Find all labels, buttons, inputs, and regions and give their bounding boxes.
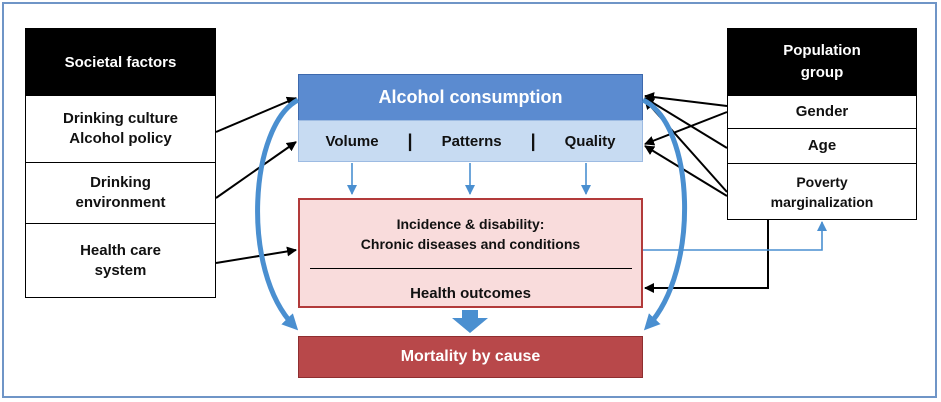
outcomes-divider (309, 268, 632, 269)
societal-factor-health-care: Health care system (25, 223, 216, 298)
arrow-gender-to-dimensions (644, 111, 728, 146)
population-group-gender: Gender (727, 95, 917, 129)
consumption-dimensions-bar: Volume | Patterns | Quality (298, 120, 643, 162)
curve-right-to-mortality (641, 97, 688, 331)
dimension-quality: Quality (564, 132, 616, 150)
arrow-outcomes-to-poverty (643, 221, 827, 251)
arrow-environment-to-dimensions (215, 141, 297, 199)
health-outcomes-box: Incidence & disability: Chronic diseases… (298, 198, 643, 308)
dimension-patterns: Patterns (441, 132, 502, 150)
mortality-box: Mortality by cause (298, 336, 643, 378)
arrow-outcomes-to-mortality (452, 310, 488, 333)
health-outcomes-label: Health outcomes (410, 285, 531, 302)
arrow-healthcare-to-outcomes (215, 246, 297, 264)
societal-factor-drinking-environment: Drinking environment (25, 162, 216, 224)
dimension-separator: | (530, 130, 536, 151)
arrow-culture-to-consumption (215, 96, 297, 133)
incidence-disability-text: Incidence & disability: Chronic diseases… (360, 216, 581, 252)
arrow-gender-to-consumption (644, 92, 728, 107)
curve-left-to-mortality (255, 97, 300, 331)
arrow-poverty-to-outcomes (644, 220, 769, 293)
dimension-volume: Volume (325, 132, 379, 150)
figure-frame (2, 2, 937, 398)
arrow-age-to-consumption (644, 97, 728, 149)
population-group-age: Age (727, 128, 917, 164)
population-group-poverty: Poverty marginalization (727, 163, 917, 220)
dimension-separator: | (407, 130, 413, 151)
societal-factor-drinking-culture: Drinking culture Alcohol policy (25, 95, 216, 163)
arrow-poverty-to-dimensions (644, 145, 728, 197)
